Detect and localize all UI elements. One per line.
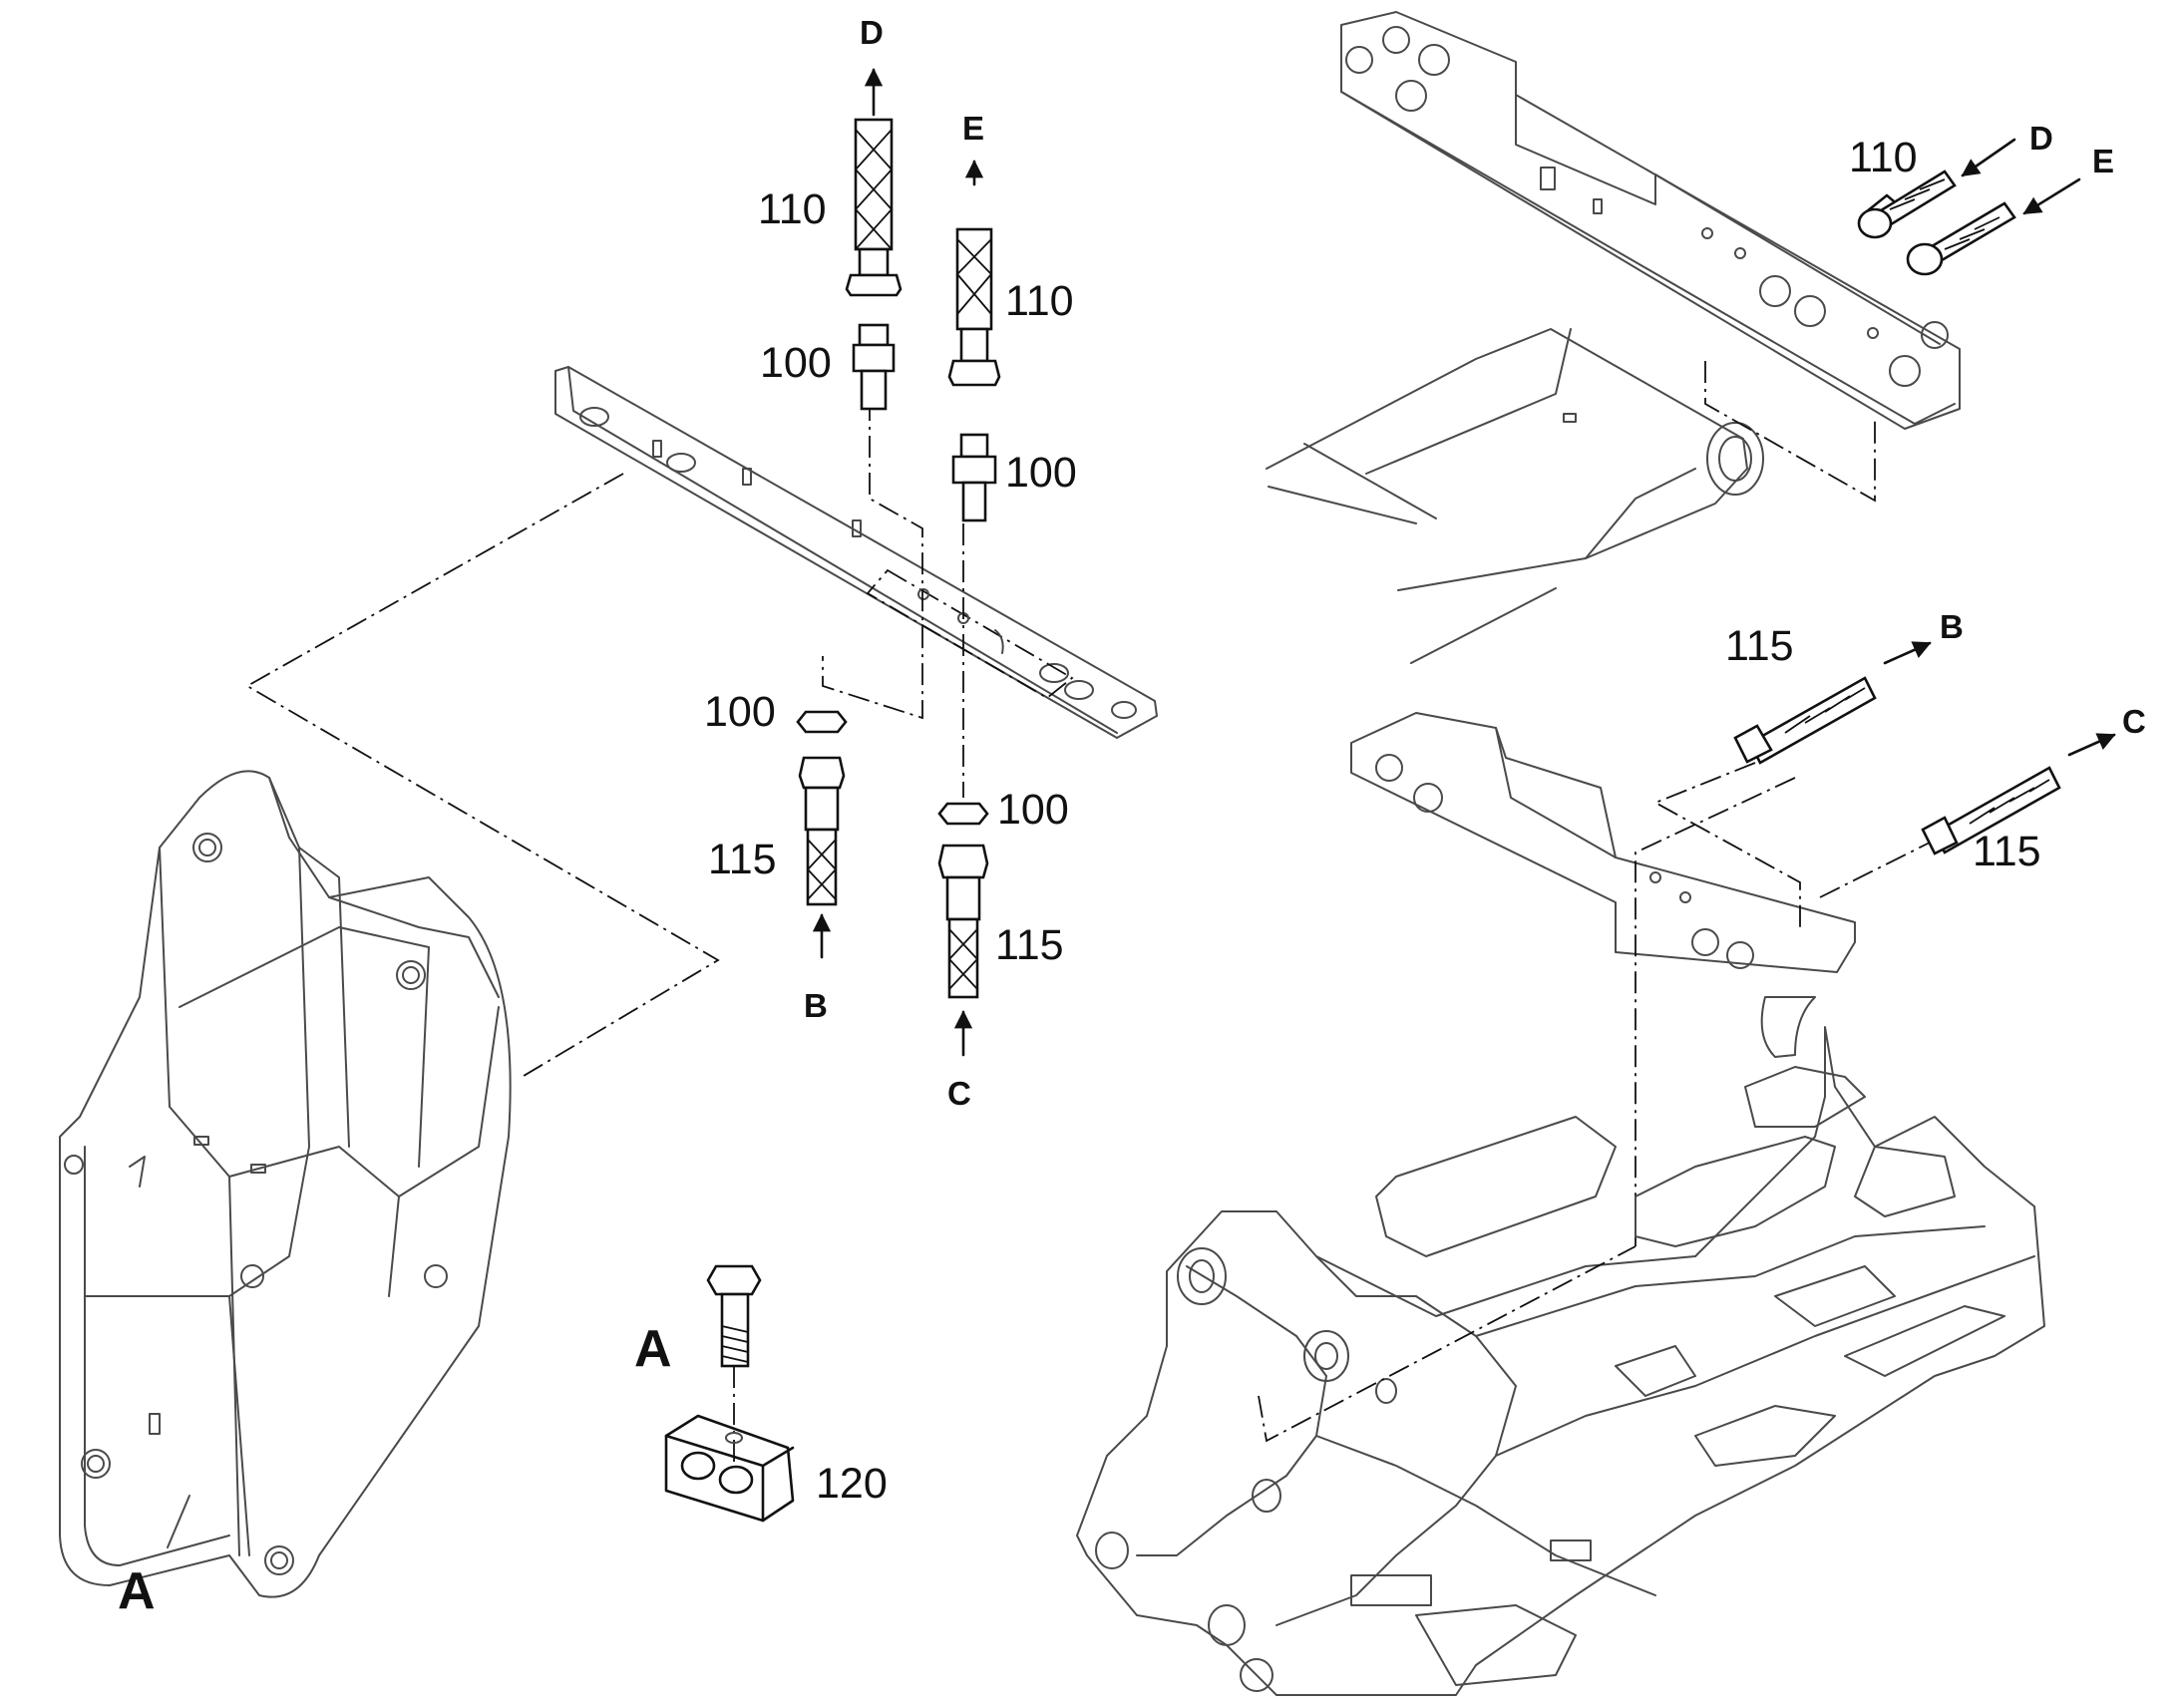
letter-d-top: D xyxy=(860,14,884,51)
hose-115-from-c xyxy=(937,844,989,1057)
letter-c-right: C xyxy=(2122,703,2146,740)
hose-115-to-c-right xyxy=(1921,733,2116,855)
callout-110-c: 110 xyxy=(1849,134,1918,181)
letter-e-top: E xyxy=(962,110,984,147)
boom-section xyxy=(1266,328,1764,664)
callout-100-union-b: 100 xyxy=(1005,449,1077,497)
callout-115-d: 115 xyxy=(1973,828,2041,875)
center-leader-lines xyxy=(245,399,964,1466)
callout-100-nut-a: 100 xyxy=(704,688,776,736)
callout-100-nut-b: 100 xyxy=(997,786,1069,834)
letter-e-right: E xyxy=(2092,143,2114,179)
hose-115-to-b-right xyxy=(1733,641,1932,765)
callout-120: 120 xyxy=(816,1460,888,1508)
nut-100-lower-left xyxy=(796,710,848,734)
hose-110-to-e-right xyxy=(1906,177,2081,276)
callout-115-b: 115 xyxy=(995,921,1064,969)
hose-115-from-b xyxy=(798,756,846,959)
letter-b-right: B xyxy=(1940,608,1964,645)
letter-d-right: D xyxy=(2029,120,2053,157)
union-100-upper-right xyxy=(951,433,997,522)
nut-100-lower-right xyxy=(937,802,989,826)
boom-bracket-a xyxy=(59,770,512,1598)
bolt-and-clamp-120 xyxy=(664,1264,795,1523)
letter-b-bottom: B xyxy=(804,987,828,1024)
union-100-upper-left xyxy=(852,323,896,411)
hose-110-to-e xyxy=(947,160,1001,387)
callout-110-b: 110 xyxy=(1005,277,1074,325)
callout-115-c: 115 xyxy=(1725,622,1794,670)
chassis-frame xyxy=(1076,1026,2045,1696)
callout-110-a: 110 xyxy=(758,185,827,233)
hose-110-to-d-right xyxy=(1857,138,2016,239)
manifold-bar-left xyxy=(554,366,1158,739)
callout-115-a: 115 xyxy=(708,836,777,883)
detail-ref-a-clamp: A xyxy=(634,1320,672,1378)
callout-100-union-a: 100 xyxy=(760,339,832,387)
right-leader-lines xyxy=(1635,762,1931,1246)
valve-block-upper xyxy=(1340,11,1961,430)
hose-110-to-d xyxy=(845,68,903,297)
valve-block-lower xyxy=(1350,712,1856,1058)
detail-ref-a-bracket: A xyxy=(118,1562,156,1620)
letter-c-bottom: C xyxy=(947,1075,971,1112)
